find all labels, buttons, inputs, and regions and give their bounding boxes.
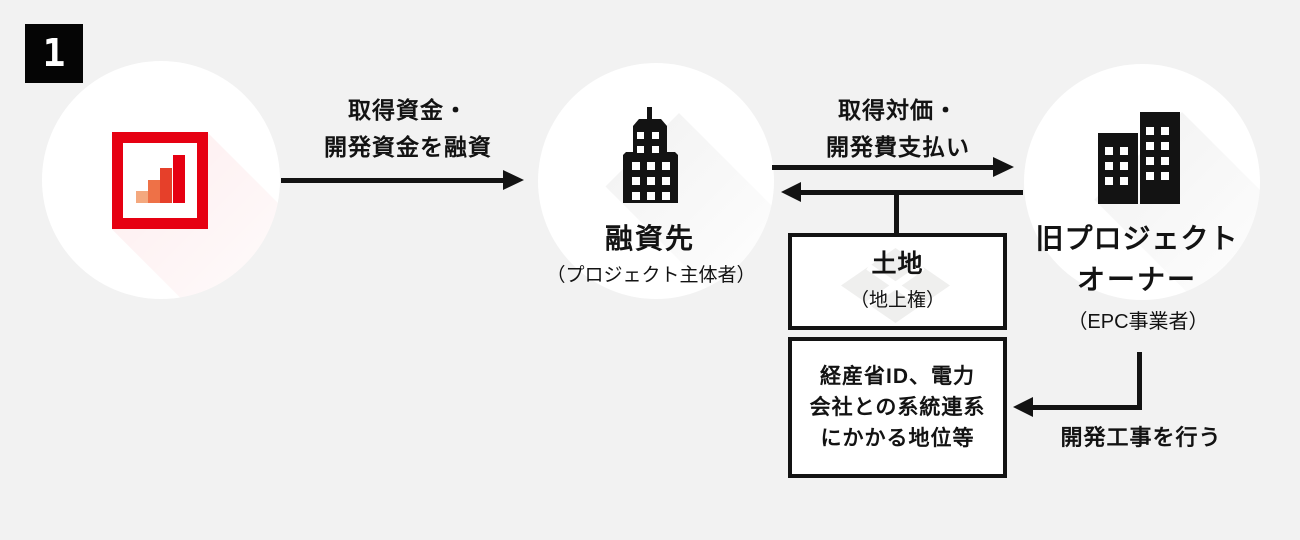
construction-arrow-vline: [1136, 352, 1142, 410]
construction-arrow-left-icon: [1013, 397, 1033, 417]
land-box-title: 土地: [871, 250, 924, 278]
two-buildings-icon: [1098, 112, 1180, 204]
construction-arrow-line: [1033, 404, 1142, 410]
payment-flow-label: 取得対価・ 開発費支払い: [748, 92, 1048, 166]
bar-chart-logo-icon: [112, 132, 208, 229]
rights-box-line2: 会社との系統連系: [809, 396, 986, 419]
loan-flow-label-line1: 取得資金・: [348, 97, 468, 123]
building-icon: [623, 107, 678, 203]
lender-node: [42, 61, 280, 299]
payment-arrow-line: [772, 165, 994, 170]
loan-arrow-line: [281, 178, 503, 183]
step-number-badge: 1: [25, 24, 83, 83]
borrower-subtitle: （プロジェクト主体者）: [546, 265, 756, 286]
payment-arrow-right-icon: [993, 157, 1014, 177]
land-box: 土地 （地上権）: [788, 233, 1007, 330]
rights-box-line1: 経産省ID、電力: [820, 365, 975, 388]
land-box-subtitle: （地上権）: [849, 290, 945, 311]
old-owner-node: [1024, 64, 1260, 300]
old-owner-title-line2: オーナー: [1076, 264, 1197, 295]
transfer-arrow-line: [800, 189, 1023, 195]
rights-box-line3: にかかる地位等: [820, 427, 975, 450]
payment-flow-label-line2: 開発費支払い: [826, 134, 970, 160]
old-owner-subtitle: （EPC事業者）: [1067, 311, 1209, 333]
borrower-node: [538, 63, 774, 299]
borrower-title: 融資先: [604, 223, 695, 254]
loan-flow-label: 取得資金・ 開発資金を融資: [258, 92, 558, 166]
land-connector-line: [893, 194, 899, 234]
loan-flow-label-line2: 開発資金を融資: [324, 134, 492, 160]
loan-arrow-right-icon: [503, 170, 524, 190]
transfer-arrow-left-icon: [781, 182, 801, 202]
land-parcel-watermark-icon: [841, 248, 950, 323]
construction-label: 開発工事を行う: [1060, 425, 1222, 450]
payment-flow-label-line1: 取得対価・: [838, 97, 958, 123]
old-owner-title-line1: 旧プロジェクト: [1035, 223, 1239, 254]
rights-box: 経産省ID、電力 会社との系統連系 にかかる地位等: [788, 337, 1007, 478]
